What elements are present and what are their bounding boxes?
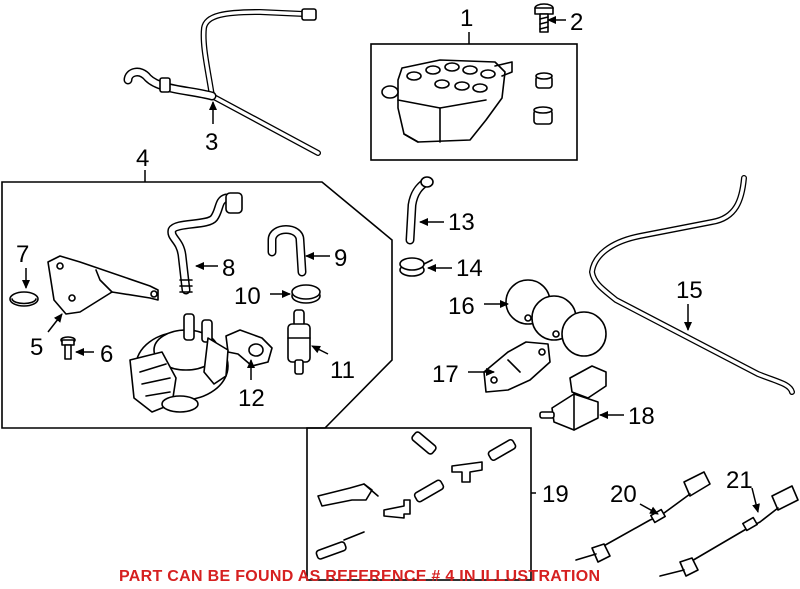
callout-10: 10: [234, 283, 261, 310]
part-5-bracket: [47, 255, 159, 315]
part-6-bolt: [60, 336, 76, 360]
part-10-clamp: [291, 284, 321, 304]
callout-15: 15: [676, 277, 703, 304]
callout-numbers: 1 2 3 4 5 6 7 8 9 10 11 12 13 14 15 16 1…: [16, 5, 753, 508]
callout-11: 11: [330, 357, 355, 384]
callout-6: 6: [100, 341, 113, 368]
callout-8: 8: [222, 255, 235, 282]
part-15-tube: [589, 175, 795, 395]
part-14-clamp: [399, 257, 433, 277]
leader-lines: [22, 16, 760, 515]
callout-4: 4: [136, 145, 149, 172]
part-13-hose: [405, 176, 434, 245]
part-1-canister: [381, 59, 553, 143]
part-18-valve: [539, 365, 607, 431]
callout-16: 16: [448, 293, 475, 320]
reference-note: PART CAN BE FOUND AS REFERENCE # 4 IN IL…: [119, 568, 600, 585]
part-7-grommet: [9, 291, 39, 307]
pump-assembly: [129, 313, 229, 413]
part-16-spheres: [505, 279, 607, 357]
callout-19: 19: [542, 481, 569, 508]
part-20-sensor: [575, 471, 711, 563]
part-4-frame: [1, 181, 393, 429]
part-12-clamp: [225, 329, 273, 367]
callout-2: 2: [570, 9, 583, 36]
part-2-bolt: [534, 3, 554, 33]
callout-1: 1: [460, 5, 473, 32]
part-19-box: [306, 427, 532, 581]
part-9-bent-hose: [267, 225, 307, 277]
part-19-connectors: [315, 431, 517, 560]
callout-14: 14: [456, 255, 483, 282]
part-11-valve: [287, 309, 311, 375]
part-17-bracket: [483, 341, 551, 393]
part-1-box: [370, 43, 578, 161]
callout-12: 12: [238, 385, 265, 412]
callout-9: 9: [334, 245, 347, 272]
callout-21: 21: [726, 467, 753, 494]
callout-20: 20: [610, 481, 637, 508]
callout-17: 17: [432, 361, 459, 388]
callout-18: 18: [628, 403, 655, 430]
part-3-breather-hose: [123, 8, 321, 156]
callout-5: 5: [30, 334, 43, 361]
part-21-sensor: [659, 485, 799, 577]
callout-13: 13: [448, 209, 475, 236]
part-8-hose: [167, 192, 243, 295]
callout-7: 7: [16, 241, 29, 268]
callout-3: 3: [205, 129, 218, 156]
